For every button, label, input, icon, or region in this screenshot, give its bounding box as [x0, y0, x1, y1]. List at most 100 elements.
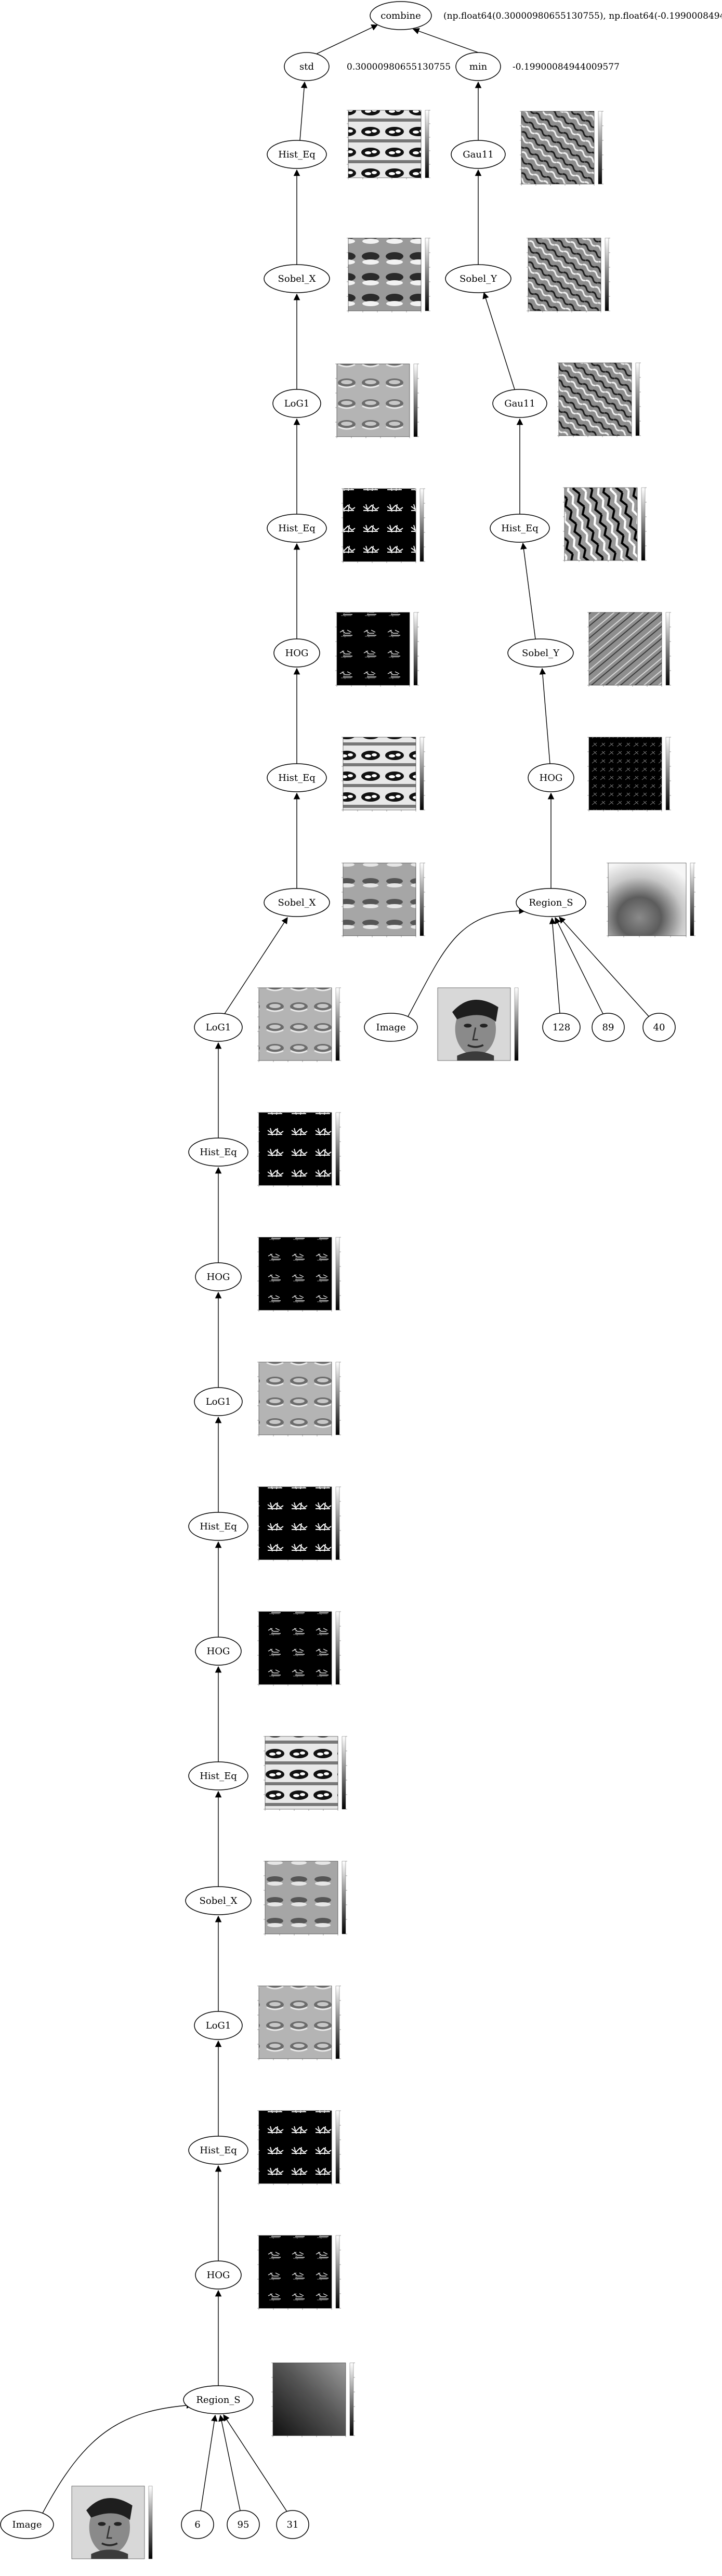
thumbnail-hist-eq	[563, 487, 647, 562]
node-hist-eq: Hist_Eq	[267, 763, 327, 792]
thumbnail-log1	[257, 1362, 341, 1436]
node-log1: LoG1	[194, 1013, 243, 1042]
colorbar	[335, 2110, 340, 2184]
node-hist-eq: Hist_Eq	[267, 140, 327, 169]
thumbnail-region-s	[607, 862, 695, 937]
node-label: 6	[194, 2519, 200, 2530]
node-hog: HOG	[528, 763, 574, 792]
node-label: HOG	[540, 773, 563, 783]
edge-arrow	[223, 2414, 287, 2512]
combine-output-value: (np.float64(0.30000980655130755), np.flo…	[443, 11, 722, 21]
node-region-s: Region_S	[516, 888, 586, 917]
thumbnail-hog	[587, 737, 671, 812]
colorbar	[335, 1237, 340, 1311]
node-log1: LoG1	[194, 2011, 243, 2040]
std-value: 0.30000980655130755	[347, 62, 451, 72]
edges-layer	[42, 24, 649, 2514]
colorbar	[425, 110, 429, 178]
thumbnail-gau11	[520, 111, 603, 186]
node-label: Hist_Eq	[200, 1771, 237, 1782]
node-param: 31	[276, 2510, 309, 2539]
colorbar	[665, 612, 670, 686]
thumbnails-layer	[71, 110, 695, 2559]
thumbnail-hog	[335, 612, 419, 687]
colorbar	[514, 987, 519, 1061]
thumbnail-hog	[257, 1611, 341, 1686]
node-std: std	[284, 52, 330, 81]
node-gau11: Gau11	[492, 389, 547, 418]
node-label: LoG1	[206, 1396, 231, 1407]
colorbar	[641, 487, 646, 561]
node-label: Hist_Eq	[200, 1147, 237, 1158]
colorbar	[413, 612, 418, 686]
thumbnail-sobel-x	[342, 862, 425, 937]
node-sobel-x: Sobel_X	[264, 888, 330, 917]
node-param: 40	[642, 1013, 676, 1042]
thumbnail-log1	[335, 363, 419, 438]
node-hog: HOG	[195, 1262, 242, 1291]
edge-arrow	[412, 28, 479, 53]
node-combine: combine	[370, 1, 432, 30]
node-hist-eq: Hist_Eq	[188, 1137, 248, 1167]
colorbar	[342, 1736, 346, 1810]
node-label: 31	[287, 2519, 299, 2530]
node-log1: LoG1	[272, 389, 321, 418]
edge-arrow	[520, 542, 536, 639]
node-label: Hist_Eq	[278, 523, 316, 534]
thumbnail-hist-eq	[257, 1486, 341, 1561]
node-hog: HOG	[195, 1637, 242, 1666]
node-label: Sobel_Y	[522, 648, 560, 659]
edge-arrow	[200, 2414, 218, 2511]
thumbnail-gau11	[557, 362, 641, 437]
node-label: 95	[238, 2519, 250, 2530]
edge-arrow	[555, 917, 603, 1014]
colorbar	[335, 987, 340, 1061]
node-label: LoG1	[284, 398, 310, 409]
edge-arrow	[482, 292, 515, 390]
colorbar	[690, 862, 694, 936]
node-sobel-y: Sobel_Y	[445, 264, 511, 293]
node-sobel-x: Sobel_X	[185, 1886, 252, 1915]
colorbar	[419, 862, 424, 936]
edge-arrow	[408, 907, 526, 1017]
node-label: Hist_Eq	[501, 523, 539, 534]
colorbar	[419, 737, 424, 810]
node-image: Image	[0, 2510, 54, 2539]
node-min-label: min	[469, 61, 488, 72]
node-min: min	[455, 52, 501, 81]
node-param: 6	[181, 2510, 214, 2539]
node-hist-eq: Hist_Eq	[267, 514, 327, 543]
node-label: HOG	[207, 1646, 230, 1657]
thumbnail-hog	[257, 1237, 341, 1312]
colorbar	[335, 1611, 340, 1685]
colorbar	[335, 2235, 340, 2309]
node-label: Hist_Eq	[278, 149, 316, 160]
node-label: Region_S	[529, 897, 573, 908]
edge-arrow	[224, 917, 288, 1014]
thumbnail-image	[71, 2486, 153, 2559]
edge-arrow	[549, 917, 560, 1014]
node-log1: LoG1	[194, 1387, 243, 1416]
thumbnail-log1	[257, 1985, 341, 2060]
min-value: -0.19900084944009577	[513, 62, 620, 72]
node-hog: HOG	[195, 2260, 242, 2290]
node-label: Image	[376, 1022, 405, 1033]
thumbnail-gau11	[527, 238, 610, 312]
node-label: HOG	[207, 2270, 230, 2281]
node-sobel-y: Sobel_Y	[507, 638, 574, 668]
colorbar	[605, 238, 609, 311]
node-label: 89	[602, 1022, 614, 1033]
colorbar	[335, 1362, 340, 1435]
thumbnail-log1	[257, 987, 341, 1062]
thumbnail-region-s	[271, 2362, 355, 2437]
node-std-label: std	[299, 61, 314, 72]
colorbar	[598, 111, 602, 185]
edge-arrow	[218, 2414, 241, 2511]
colorbar	[413, 363, 418, 437]
edge-arrow	[42, 2402, 193, 2514]
node-label: LoG1	[206, 1022, 231, 1033]
node-label: LoG1	[206, 2020, 231, 2031]
colorbar	[349, 2362, 354, 2436]
node-label: Sobel_X	[278, 897, 316, 908]
